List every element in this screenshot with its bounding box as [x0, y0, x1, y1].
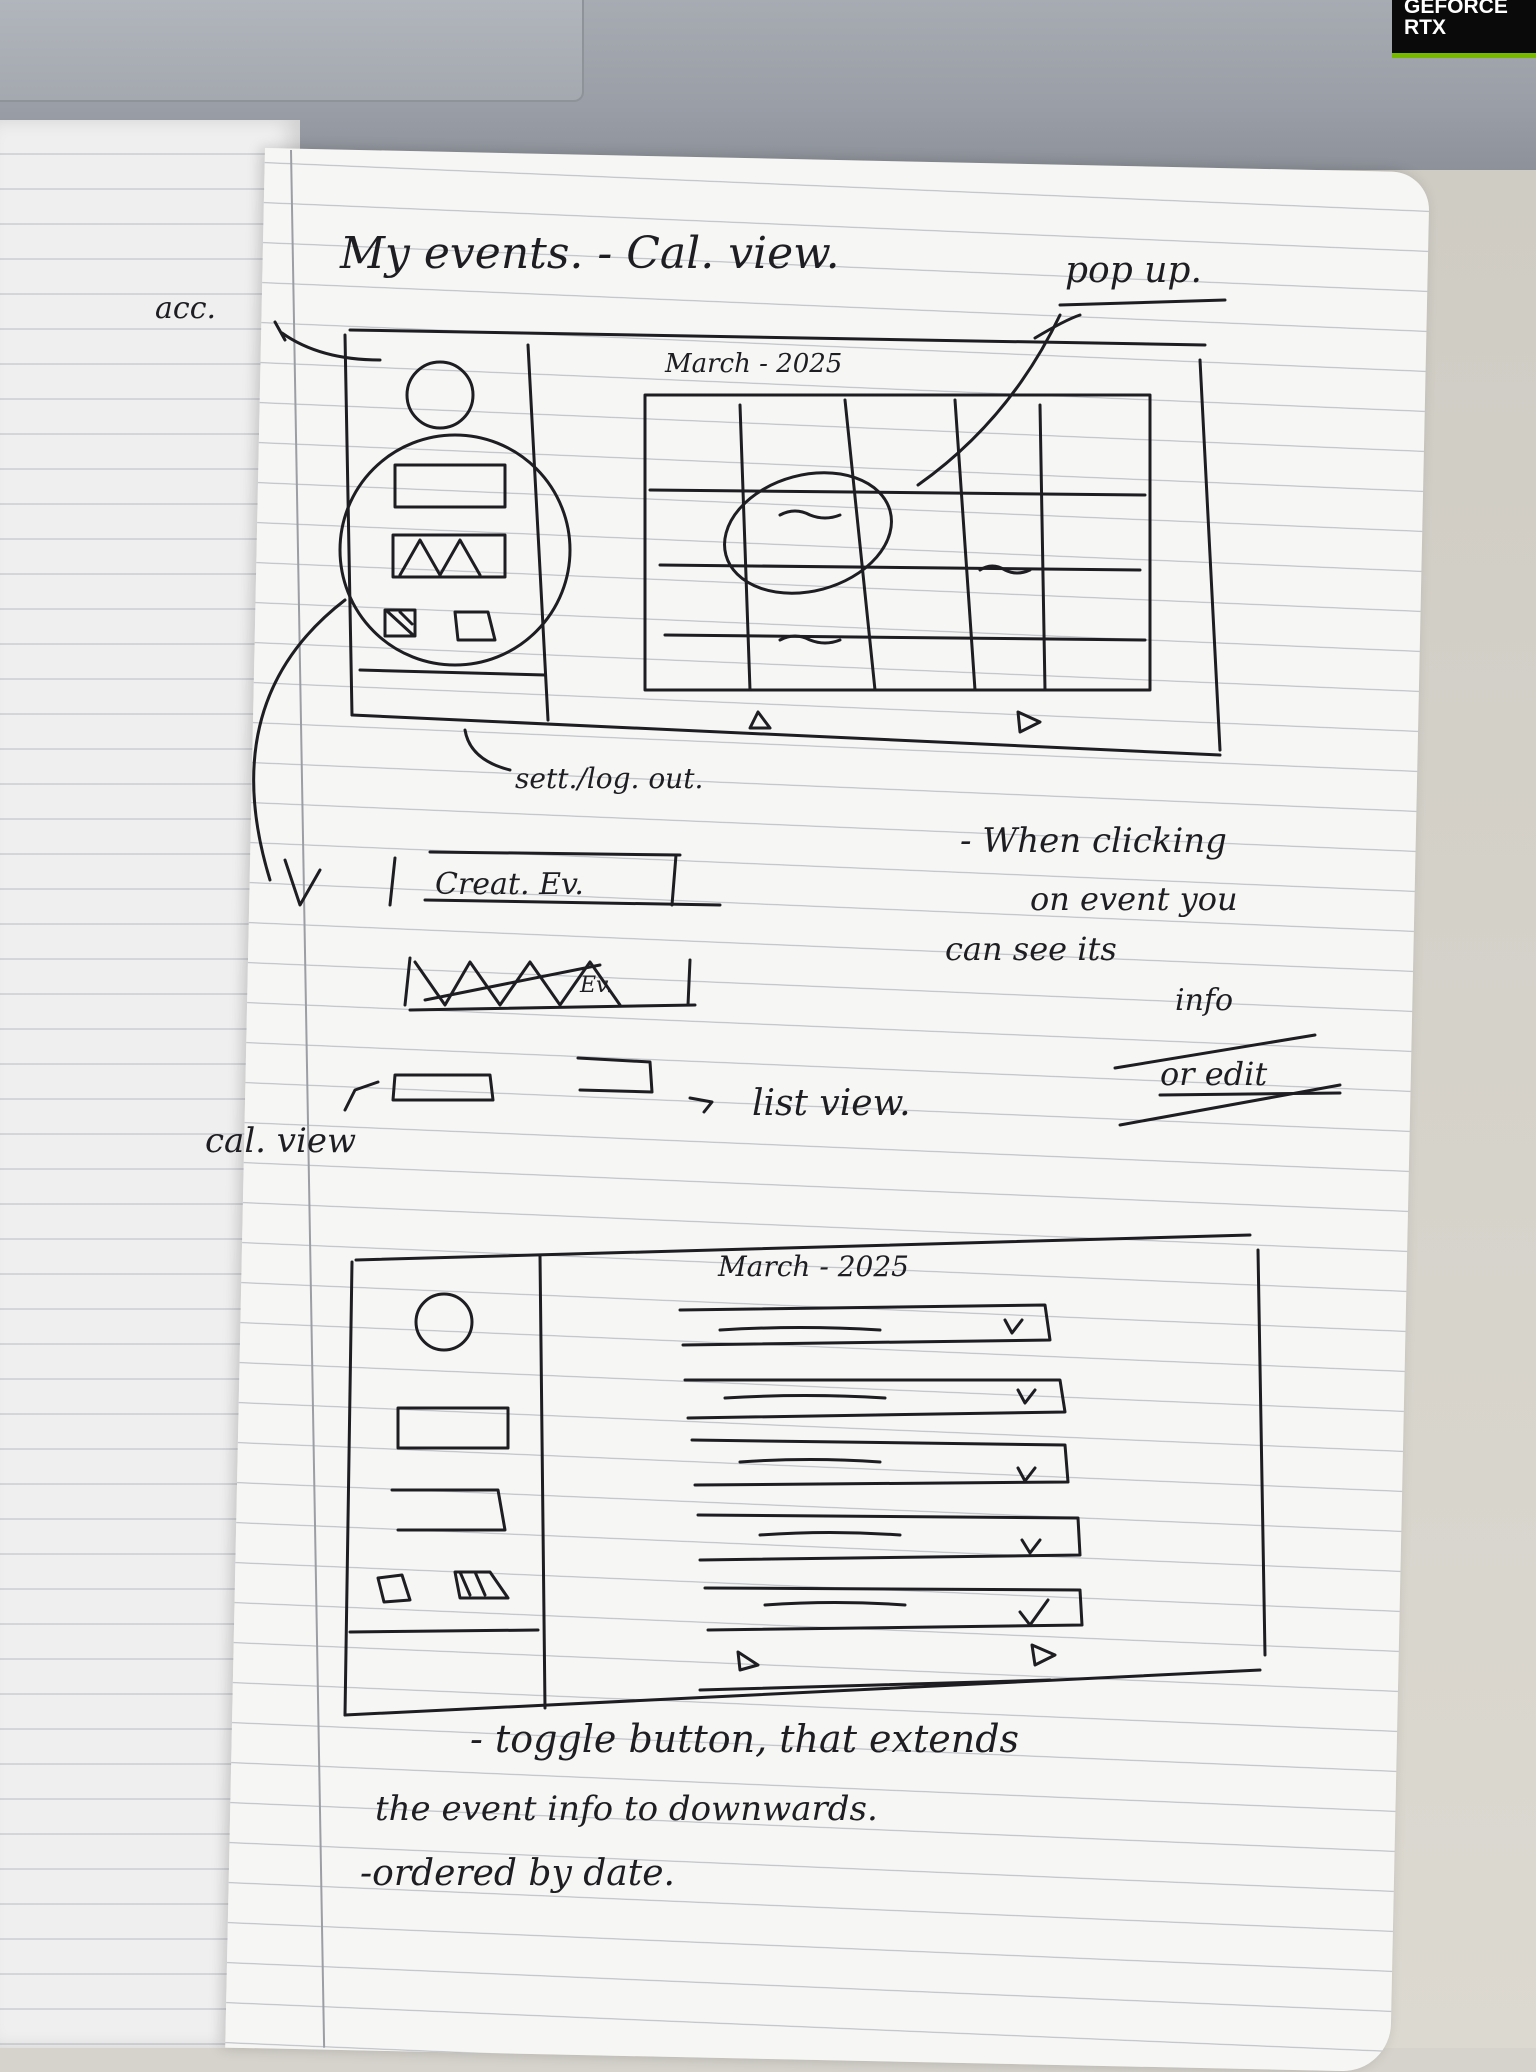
calendar-grid-sketch: [643, 393, 1152, 692]
note2-line3: -ordered by date.: [360, 1853, 675, 1894]
gpu-sticker: GEFORCE RTX: [1392, 0, 1536, 58]
create-event-buttons-sketch: [388, 850, 722, 1012]
note1-line1: - When clicking: [960, 821, 1227, 861]
avatar-sketch: [405, 360, 475, 430]
note1-line2: on event you: [1030, 880, 1238, 918]
list-row-sketch: [703, 1586, 1084, 1632]
calendar-month-label: March - 2025: [664, 349, 842, 379]
laptop-touchpad: [0, 0, 584, 102]
note2-line2: the event info to downwards.: [375, 1789, 878, 1829]
gpu-sticker-line2: RTX: [1404, 16, 1446, 39]
list-month-label: March - 2025: [717, 1250, 909, 1283]
note1-line4: info: [1175, 983, 1233, 1018]
note1-line5: or edit: [1160, 1055, 1267, 1093]
sidebar-button-crossed-sketch: [391, 533, 507, 579]
create-event-button-label: Creat. Ev.: [435, 867, 584, 902]
list-row-sketch: [683, 1378, 1067, 1420]
note2-line1: - toggle button, that extends: [470, 1717, 1019, 1761]
view-toggle-sketch: [343, 1056, 714, 1114]
calendar-wireframe: [252, 298, 1227, 907]
note1-line3: can see its: [945, 930, 1117, 968]
settings-logout-label: sett./log. out.: [515, 762, 703, 795]
list-row-sketch: [696, 1513, 1082, 1562]
sketch1-title: My events. - Cal. view.: [339, 228, 840, 279]
list-view-wireframe: [343, 1233, 1267, 1717]
gpu-sticker-line1: GEFORCE: [1404, 0, 1508, 18]
avatar-sketch-2: [414, 1292, 474, 1352]
sidebar-button-sketch: [393, 463, 507, 509]
list-row-sketch: [678, 1303, 1052, 1347]
popup-label: pop up.: [1065, 250, 1202, 291]
cal-view-label: cal. view: [205, 1121, 356, 1161]
list-view-label: list view.: [752, 1083, 911, 1124]
list-row-sketch: [690, 1438, 1070, 1487]
acc-label: acc.: [155, 291, 216, 326]
crossed-event-button-label: Ev.: [579, 973, 613, 998]
